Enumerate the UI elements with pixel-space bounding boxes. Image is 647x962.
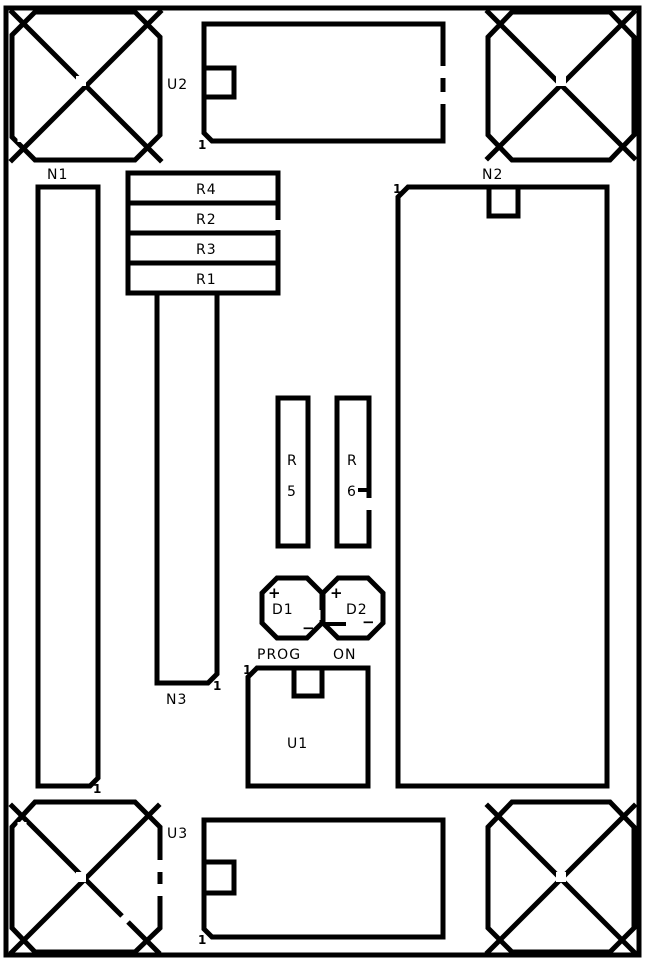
mounting-hole-top-right xyxy=(484,8,638,163)
component-n1: N1 1 xyxy=(35,167,101,796)
d2-minus-label: − xyxy=(362,613,375,631)
u2-pin1-label: 1 xyxy=(198,138,206,152)
r3-ref-label: R3 xyxy=(196,242,217,258)
mounting-hole-top-left xyxy=(8,8,164,164)
r6-ref-line1: R xyxy=(347,453,358,469)
u3-ref-label: U3 xyxy=(167,826,188,842)
d1-plus-label: + xyxy=(268,584,281,602)
resistor-stack: R4 R2 R3 R1 xyxy=(125,170,283,296)
n3-ref-label: N3 xyxy=(166,692,187,708)
n1-pin1-label: 1 xyxy=(93,782,101,796)
component-u2: U2 1 xyxy=(167,21,448,152)
n2-ref-label: N2 xyxy=(482,167,503,183)
n2-pin1-label: 1 xyxy=(393,182,401,196)
d1-minus-label: − xyxy=(302,619,315,637)
r4-ref-label: R4 xyxy=(196,182,217,198)
mounting-hole-bottom-left xyxy=(8,799,165,956)
r6-ref-line2: 6 xyxy=(347,484,357,500)
r2-ref-label: R2 xyxy=(196,212,217,228)
d1-ref-label: D1 xyxy=(272,602,294,618)
mounting-hole-bottom-right xyxy=(484,799,638,956)
d2-ref-label: D2 xyxy=(346,602,368,618)
resistor-r5: R 5 xyxy=(275,395,311,549)
component-n2: N2 1 xyxy=(393,167,610,789)
board-outline xyxy=(3,5,642,958)
d2-plus-label: + xyxy=(330,584,343,602)
u1-pin1-label: 1 xyxy=(243,663,251,677)
led-d2: D2 + − xyxy=(320,575,386,641)
resistor-r6: R 6 xyxy=(334,395,374,549)
n1-ref-label: N1 xyxy=(47,167,68,183)
component-u1: U1 1 xyxy=(243,663,371,789)
prog-label: PROG xyxy=(257,647,301,663)
r5-ref-line1: R xyxy=(287,453,298,469)
component-n3: N3 1 xyxy=(154,290,221,708)
on-label: ON xyxy=(333,647,357,663)
u3-pin1-label: 1 xyxy=(198,933,206,947)
led-d1: D1 + − xyxy=(259,575,327,641)
component-u3: U3 1 xyxy=(167,817,446,947)
u1-ref-label: U1 xyxy=(287,736,308,752)
u2-ref-label: U2 xyxy=(167,77,188,93)
n3-pin1-label: 1 xyxy=(213,679,221,693)
r5-ref-line2: 5 xyxy=(287,484,297,500)
r1-ref-label: R1 xyxy=(196,272,217,288)
